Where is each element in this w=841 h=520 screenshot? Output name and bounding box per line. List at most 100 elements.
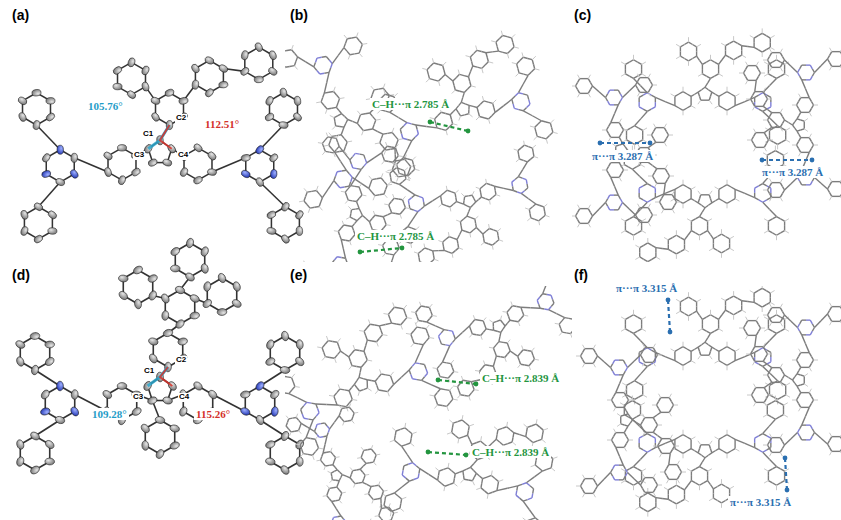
thermal-ellipsoid (150, 96, 161, 105)
stick-bond (767, 155, 768, 160)
bond-line (35, 420, 60, 436)
stick-bond (529, 214, 531, 218)
stick-bond (448, 232, 450, 236)
stick-bond (655, 169, 657, 173)
stick-bond (416, 262, 420, 263)
stick-bond (322, 143, 325, 147)
thermal-ellipsoid (41, 152, 52, 163)
stick-bond (687, 106, 691, 108)
thermal-ellipsoid (130, 167, 141, 177)
thermal-ellipsoid (270, 169, 278, 179)
stick-bond (355, 52, 360, 54)
stick-bond (369, 188, 372, 192)
packing-view (285, 28, 559, 262)
stick-bond (322, 140, 325, 144)
stick-molecule (621, 28, 790, 149)
stick-bond (635, 245, 639, 247)
stick-bond (668, 238, 672, 240)
stick-bond (496, 42, 497, 47)
stick-bond (676, 230, 677, 235)
stick-bond (411, 123, 416, 126)
stick-bond (590, 216, 592, 220)
thermal-ellipsoid (14, 339, 26, 350)
stick-bond (444, 70, 445, 75)
stick-molecule (385, 139, 555, 262)
bond-line (260, 125, 284, 150)
stick-bond (778, 142, 782, 144)
stick-bond (316, 190, 319, 194)
stick-bond (664, 124, 666, 128)
thermal-ellipsoid (169, 424, 180, 433)
stick-bond (782, 116, 784, 120)
stick-bond (527, 218, 531, 221)
stick-bond (769, 135, 770, 140)
stick-bond (608, 90, 610, 94)
stick-bond (533, 136, 538, 140)
stick-bond (514, 148, 518, 151)
stick-bond (320, 97, 323, 101)
stick-bond (353, 153, 356, 157)
thermal-ellipsoid (267, 66, 278, 76)
thermal-ellipsoid (118, 275, 128, 283)
stick-bond (481, 197, 485, 200)
stick-bond (348, 225, 352, 227)
stick-bond (442, 239, 446, 242)
stick-bond (507, 36, 512, 39)
stick-bond (695, 201, 699, 203)
stick-bond (664, 128, 666, 132)
stick-bond (485, 179, 487, 183)
stick-bond (689, 42, 693, 44)
stick-bond (489, 228, 493, 231)
stick-bond (482, 234, 484, 238)
thermal-ellipsoid (200, 246, 210, 257)
stick-bond (379, 139, 382, 143)
stick-bond (640, 222, 644, 223)
stick-bond (625, 74, 629, 76)
stick-bond (443, 65, 444, 70)
stick-bond (580, 223, 584, 224)
stick-bond (430, 117, 435, 121)
stick-bond (417, 209, 421, 212)
stick-bond (546, 121, 551, 124)
stick-bond (538, 218, 542, 221)
stick-bond (350, 53, 355, 55)
stick-bond (453, 81, 454, 86)
stick-bond (386, 149, 391, 151)
stick-bond (642, 135, 643, 140)
stick-bond (653, 215, 658, 216)
stick-bond (629, 76, 633, 78)
stick-bond (412, 212, 419, 219)
stick-bond (533, 64, 534, 69)
stick-bond (734, 41, 738, 43)
thermal-ellipsoid (132, 265, 144, 276)
stick-bond (770, 194, 772, 198)
stick-bond (717, 251, 721, 253)
stick-bond (382, 160, 385, 164)
stick-bond (776, 112, 780, 113)
stick-bond (705, 99, 709, 100)
stick-bond (707, 221, 708, 226)
stick-bond (657, 183, 661, 184)
stick-bond (428, 74, 429, 79)
stick-bond (322, 56, 327, 58)
stick-bond (810, 65, 812, 69)
thermal-ellipsoid (112, 65, 123, 76)
stick-bond (448, 251, 452, 254)
stick-bond (679, 108, 683, 110)
stick-bond (375, 215, 379, 217)
stick-bond (304, 201, 307, 205)
stick-bond (776, 182, 780, 183)
stick-bond (647, 262, 648, 263)
stick-bond (445, 74, 449, 79)
stick-bond (469, 230, 473, 233)
stick-bond (783, 153, 787, 155)
stick-bond (324, 105, 327, 109)
stick-bond (745, 193, 755, 197)
stick-bond (455, 248, 459, 251)
stick-bond (776, 67, 780, 68)
stick-bond (698, 90, 701, 92)
stick-bond (328, 68, 331, 72)
stick-bond (325, 109, 328, 114)
stick-bond (665, 102, 675, 106)
stick-bond (486, 183, 490, 186)
